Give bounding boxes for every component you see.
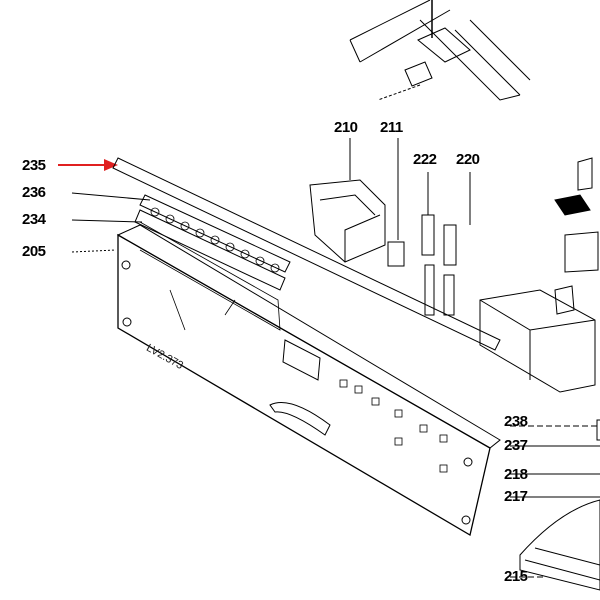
part-211 [387,241,405,267]
callout-210: 210 [334,119,358,136]
callout-234: 234 [22,211,46,228]
button-rows [134,194,291,291]
callout-236: 236 [22,184,46,201]
callout-217: 217 [504,488,528,505]
callout-238: 238 [504,413,528,430]
leader-lines [71,138,600,578]
strip-235 [112,157,501,351]
top-bracket [349,0,531,101]
small-parts [554,157,599,315]
callout-205: 205 [22,243,46,260]
callout-235: 235 [22,157,46,174]
callout-222: 222 [413,151,437,168]
switch-210 [309,179,386,263]
control-panel-205 [116,221,501,537]
right-parts [519,419,600,591]
callout-211: 211 [380,119,403,136]
selector-block [479,289,596,393]
callout-215: 215 [504,568,528,585]
callout-220: 220 [456,151,480,168]
lamp-222 [421,214,435,316]
callout-218: 218 [504,466,528,483]
lamp-220 [443,224,457,316]
highlight-arrow [58,159,118,171]
callout-237: 237 [504,437,528,454]
